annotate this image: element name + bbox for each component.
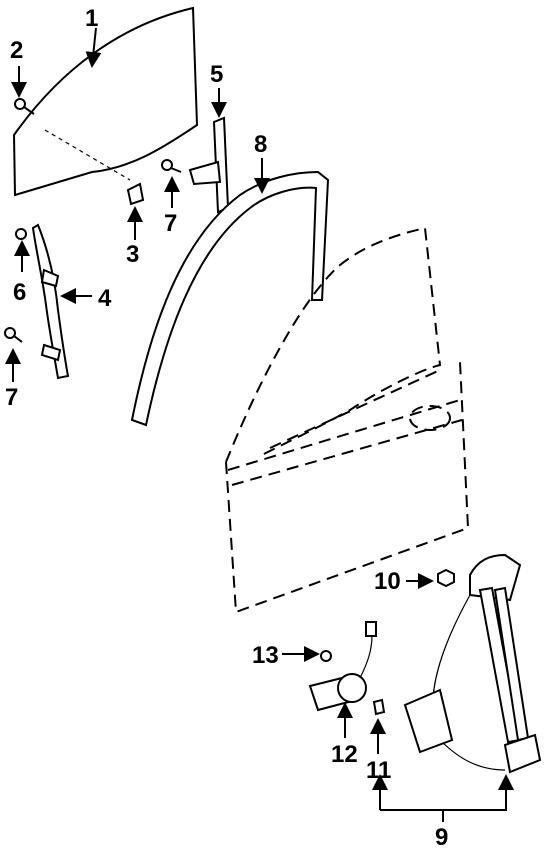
- callout-10: 10: [374, 568, 401, 595]
- door-shell: [225, 226, 470, 614]
- glass-clip: [126, 182, 145, 206]
- callout-13: 13: [252, 642, 279, 669]
- guide-bolt-upper: [15, 228, 27, 240]
- callout-8: 8: [254, 131, 267, 158]
- callout-1: 1: [85, 5, 98, 32]
- leader-lines: [5, 27, 514, 822]
- window-regulator: [403, 553, 542, 774]
- callout-6: 6: [13, 279, 26, 306]
- callout-7-upper: 7: [164, 210, 177, 237]
- rear-guide-channel: [31, 223, 70, 380]
- callout-3: 3: [126, 241, 139, 268]
- callout-12: 12: [331, 741, 358, 768]
- regulator-clip: [372, 698, 386, 716]
- regulator-nut: [437, 568, 455, 588]
- glass-bolt: [14, 98, 35, 115]
- callout-5: 5: [210, 61, 223, 88]
- door-glass: [12, 6, 199, 197]
- glass-run-channel: [130, 170, 330, 427]
- guide-bolt-lower: [4, 327, 23, 343]
- callout-7-left: 7: [5, 384, 18, 411]
- callout-4: 4: [98, 285, 112, 312]
- callout-2: 2: [10, 37, 23, 64]
- callout-11: 11: [366, 757, 391, 784]
- front-guide-channel: [188, 116, 230, 214]
- window-motor: [308, 621, 377, 712]
- motor-bolt: [320, 650, 332, 662]
- guide-bolt-front: [161, 159, 182, 173]
- callout-9: 9: [435, 824, 448, 849]
